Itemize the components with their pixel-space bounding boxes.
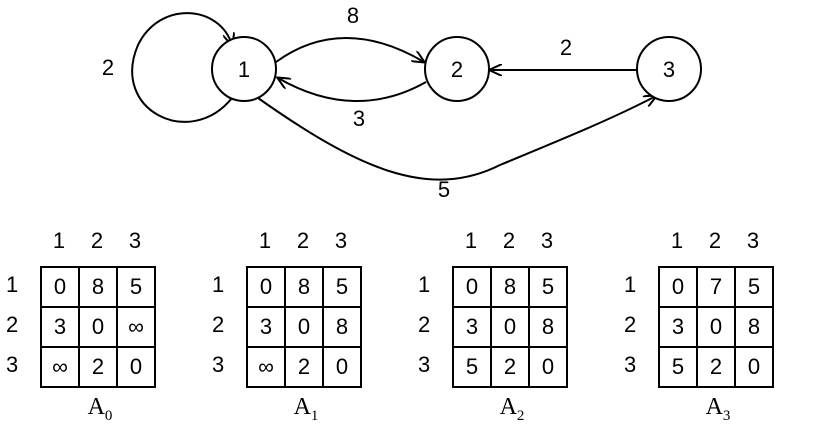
- matrix-cell: 5: [528, 266, 568, 308]
- matrix-name: A1: [246, 394, 366, 425]
- edge-2-1-weight: 3: [353, 106, 365, 131]
- node-1: [211, 36, 277, 102]
- edge-1-2-weight: 8: [347, 3, 359, 28]
- matrix-grid: 0 7 5 3 0 8 5 2 0: [658, 266, 774, 388]
- edge-1-1-weight: 2: [102, 55, 114, 80]
- col-header: 1: [258, 228, 272, 253]
- matrix-cell: ∞: [40, 346, 80, 388]
- matrix-cell: 0: [116, 346, 156, 388]
- matrix-cell: 3: [658, 306, 698, 348]
- matrix-cell: 5: [734, 266, 774, 308]
- col-header: 2: [502, 228, 516, 253]
- edge-3-2-weight: 2: [560, 35, 572, 60]
- matrix-cell: 0: [40, 266, 80, 308]
- col-header: 1: [464, 228, 478, 253]
- matrix-cell: 0: [246, 266, 286, 308]
- matrix-cell: ∞: [116, 306, 156, 348]
- matrix-cell: 0: [528, 346, 568, 388]
- matrix-cell: 0: [490, 306, 530, 348]
- row-header: 1: [212, 272, 225, 297]
- matrix-cell: 0: [452, 266, 492, 308]
- edge-1-1: [131, 12, 232, 123]
- edge-1-2: [275, 37, 424, 62]
- matrix-cell: 8: [490, 266, 530, 308]
- matrix-cell: 0: [734, 346, 774, 388]
- matrix-grid: 0 8 5 3 0 8 ∞ 2 0: [246, 266, 362, 388]
- matrix-name: A2: [452, 394, 572, 425]
- edge-1-3-weight: 5: [438, 177, 450, 202]
- matrix-name-letter: A: [499, 394, 517, 420]
- node-2-label: 2: [451, 57, 463, 82]
- matrix-cell: 2: [284, 346, 324, 388]
- row-header: 3: [6, 352, 19, 377]
- matrix-cell: 3: [40, 306, 80, 348]
- matrix-cell: 5: [116, 266, 156, 308]
- matrix-cell: 0: [78, 306, 118, 348]
- matrix-cell: 5: [658, 346, 698, 388]
- matrix-name-letter: A: [87, 394, 105, 420]
- matrix-name-letter: A: [293, 394, 311, 420]
- graph-diagram: 1 2 3 2 8 3 2 5: [102, 3, 702, 202]
- edge-2-1: [278, 78, 427, 102]
- row-header: 3: [624, 352, 637, 377]
- matrix-cell: 5: [322, 266, 362, 308]
- matrix-cell: ∞: [246, 346, 286, 388]
- matrix-name: A3: [658, 394, 778, 425]
- matrix-cell: 0: [322, 346, 362, 388]
- edge-1-3: [257, 96, 656, 181]
- matrix-name-letter: A: [705, 394, 723, 420]
- col-header: 3: [540, 228, 554, 253]
- col-header: 1: [52, 228, 66, 253]
- row-header: 3: [418, 352, 431, 377]
- col-header: 2: [708, 228, 722, 253]
- row-header: 1: [624, 272, 637, 297]
- matrix-cell: 8: [284, 266, 324, 308]
- matrix-grid: 0 8 5 3 0 ∞ ∞ 2 0: [40, 266, 156, 388]
- col-header: 3: [334, 228, 348, 253]
- row-header: 1: [418, 272, 431, 297]
- matrix-cell: 0: [284, 306, 324, 348]
- matrix-name-subscript: 1: [310, 407, 319, 424]
- matrix-cell: 8: [734, 306, 774, 348]
- node-2: [424, 36, 490, 102]
- col-header: 2: [296, 228, 310, 253]
- matrix-cell: 2: [78, 346, 118, 388]
- matrix-cell: 5: [452, 346, 492, 388]
- col-header: 3: [128, 228, 142, 253]
- matrix-name-subscript: 0: [104, 407, 113, 424]
- row-header: 2: [212, 312, 225, 337]
- matrix-cell: 0: [658, 266, 698, 308]
- matrix-grid: 0 8 5 3 0 8 5 2 0: [452, 266, 568, 388]
- matrix-name: A0: [40, 394, 160, 425]
- row-header: 1: [6, 272, 19, 297]
- matrix-cell: 3: [452, 306, 492, 348]
- matrix-cell: 2: [696, 346, 736, 388]
- row-header: 3: [212, 352, 225, 377]
- row-header: 2: [6, 312, 19, 337]
- col-header: 3: [746, 228, 760, 253]
- matrix-cell: 8: [322, 306, 362, 348]
- node-3-label: 3: [663, 57, 675, 82]
- matrix-cell: 2: [490, 346, 530, 388]
- matrix-name-subscript: 2: [516, 407, 525, 424]
- col-header: 1: [670, 228, 684, 253]
- row-header: 2: [624, 312, 637, 337]
- matrix-cell: 8: [78, 266, 118, 308]
- matrix-cell: 7: [696, 266, 736, 308]
- node-3: [636, 36, 702, 102]
- matrix-cell: 0: [696, 306, 736, 348]
- matrix-name-subscript: 3: [722, 407, 731, 424]
- matrix-cell: 3: [246, 306, 286, 348]
- matrix-cell: 8: [528, 306, 568, 348]
- row-header: 2: [418, 312, 431, 337]
- col-header: 2: [90, 228, 104, 253]
- node-1-label: 1: [238, 57, 250, 82]
